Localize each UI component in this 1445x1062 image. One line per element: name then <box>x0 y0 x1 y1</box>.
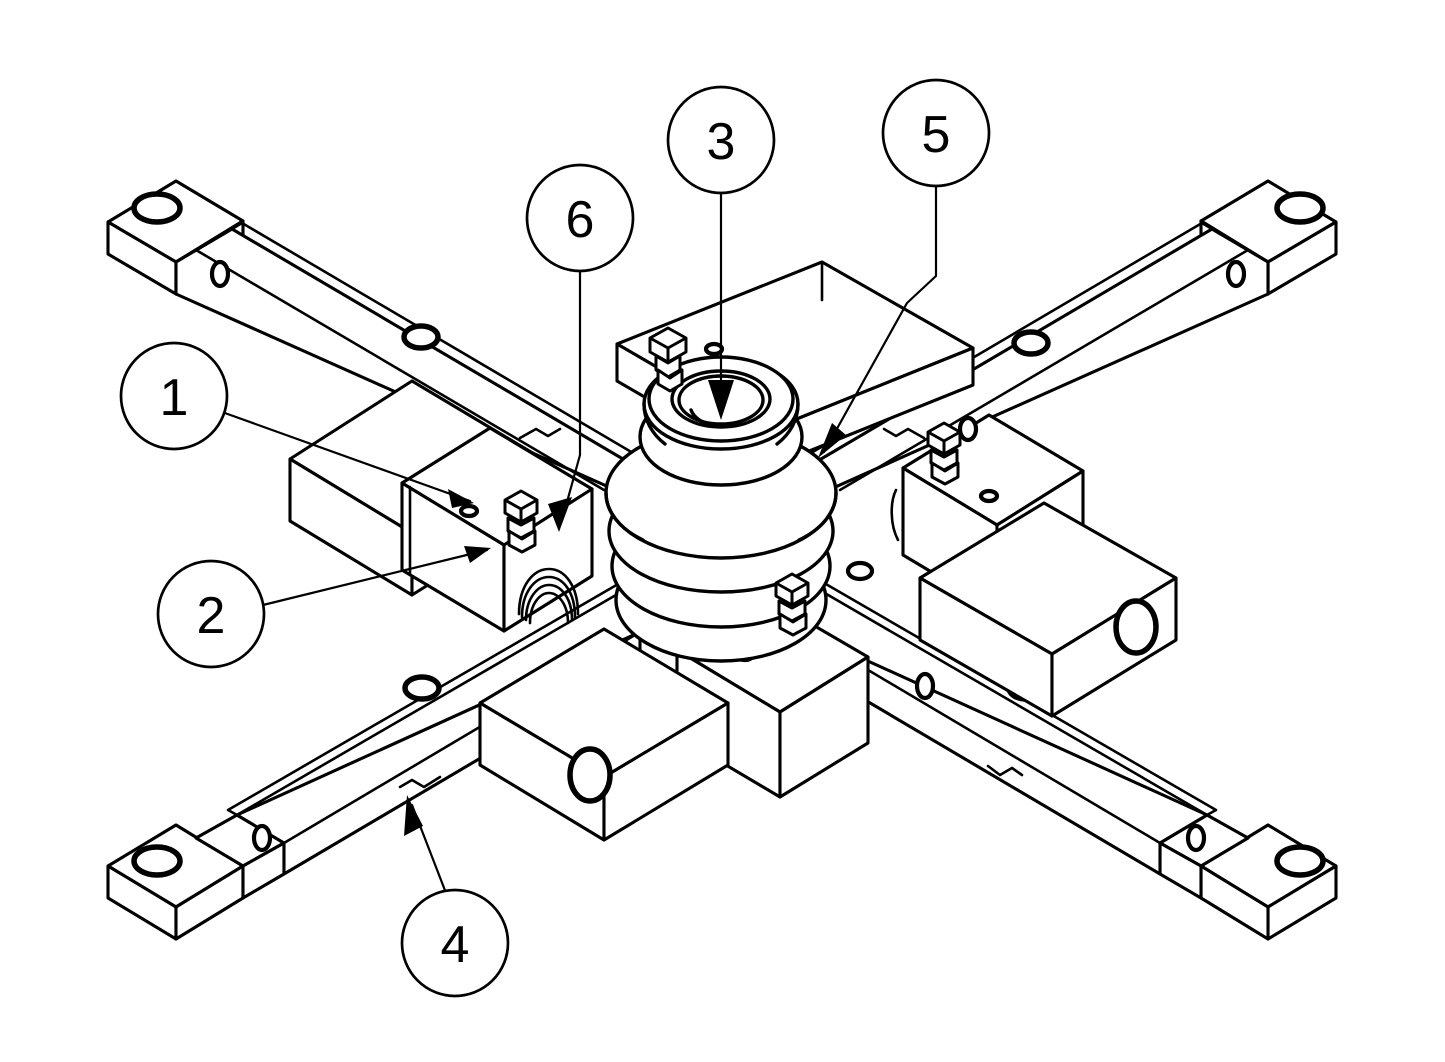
hex-bolt-east <box>926 415 979 486</box>
callout-circle-5[interactable] <box>881 78 991 188</box>
callout-circle-3[interactable] <box>666 85 776 195</box>
callout-label-3: 3 <box>707 113 736 171</box>
callout-circle-4[interactable] <box>400 888 510 998</box>
callout-balloons: 1 2 3 4 5 6 <box>119 78 991 998</box>
arm-southeast <box>802 574 1338 941</box>
callout-5[interactable]: 5 <box>881 78 991 188</box>
lug-east <box>845 560 875 582</box>
arrowhead-3 <box>708 380 734 420</box>
arrowhead-5 <box>818 423 846 458</box>
block-south-large <box>478 627 730 842</box>
leader-line-5 <box>822 184 938 454</box>
block-east-large <box>918 501 1178 718</box>
arrowhead-4 <box>404 795 423 836</box>
hex-bolt-south <box>774 572 810 637</box>
hex-bolt-north <box>648 326 688 393</box>
arrowhead-2 <box>464 546 491 563</box>
hex-bolt-west <box>503 489 539 554</box>
callout-label-6: 6 <box>566 191 595 249</box>
arrowhead-1 <box>448 489 474 508</box>
callout-circle-2[interactable] <box>156 559 266 669</box>
leader-line-1 <box>220 410 472 503</box>
arrowhead-6 <box>548 497 572 532</box>
callout-label-4: 4 <box>441 916 470 974</box>
coil-spring-west <box>517 567 580 625</box>
callout-3[interactable]: 3 <box>666 85 776 195</box>
leader-line-2 <box>261 548 489 607</box>
callout-label-2: 2 <box>197 587 226 645</box>
callout-1[interactable]: 1 <box>119 341 229 451</box>
callout-4[interactable]: 4 <box>400 888 510 998</box>
callout-leaders <box>220 184 938 895</box>
callout-label-5: 5 <box>922 106 951 164</box>
callout-circle-1[interactable] <box>119 341 229 451</box>
callout-2[interactable]: 2 <box>156 559 266 669</box>
callout-6[interactable]: 6 <box>525 163 635 273</box>
callout-label-1: 1 <box>160 369 189 427</box>
callout-circle-6[interactable] <box>525 163 635 273</box>
